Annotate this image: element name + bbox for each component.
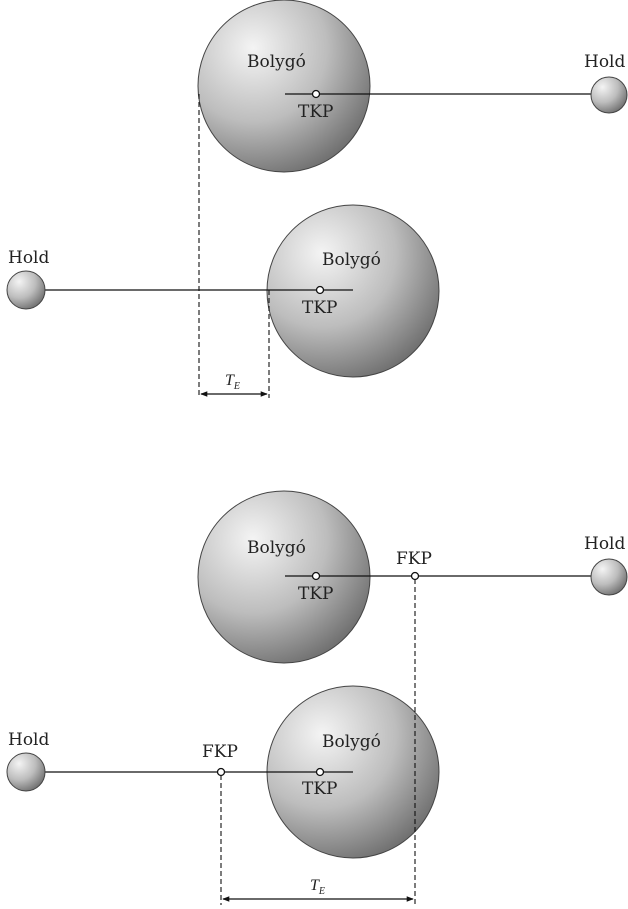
planet-1a-outline — [197, 0, 371, 173]
moon-1b — [7, 271, 45, 309]
planet-2a — [198, 491, 370, 663]
te-main-1: T — [225, 372, 235, 389]
planet-label-2b: Bolygó — [322, 732, 381, 752]
te-label-1: TE — [225, 372, 240, 392]
te-sub-1: E — [233, 381, 240, 392]
moon-1a — [591, 77, 627, 113]
fkp-point-2b — [216, 767, 226, 777]
moon-2b — [7, 753, 45, 791]
tkp-label-1b: TKP — [302, 298, 337, 318]
moon-label-1b: Hold — [8, 248, 49, 268]
te-label-2: TE — [310, 877, 325, 897]
planet-1b-outline — [266, 204, 440, 378]
planet-label-2a: Bolygó — [247, 538, 306, 558]
moon-label-2a: Hold — [584, 534, 625, 554]
panel-top: Bolygó TKP Hold Bolygó TKP Hold TE — [6, 0, 628, 398]
fkp-point-2a — [410, 571, 420, 581]
tkp-label-2b: TKP — [302, 779, 337, 799]
planet-2a-outline — [197, 490, 371, 664]
tkp-point-1b — [315, 285, 325, 295]
tkp-point-2a — [311, 571, 321, 581]
te-sub-2: E — [318, 886, 325, 897]
moon-1b-outline — [6, 270, 46, 310]
tkp-label-1a: TKP — [298, 102, 333, 122]
fkp-label-2b: FKP — [202, 742, 238, 762]
te-main-2: T — [310, 877, 320, 894]
moon-2a-outline — [590, 558, 628, 596]
planet-label-1a: Bolygó — [247, 52, 306, 72]
moon-label-2b: Hold — [8, 730, 49, 750]
moon-2a — [591, 559, 627, 595]
tkp-label-2a: TKP — [298, 584, 333, 604]
moon-label-1a: Hold — [584, 52, 625, 72]
tkp-point-1a — [311, 89, 321, 99]
moon-2b-outline — [6, 752, 46, 792]
moon-1a-outline — [590, 76, 628, 114]
panel-bottom: Bolygó TKP FKP Hold Bolygó TKP FKP Hold … — [6, 490, 628, 905]
fkp-label-2a: FKP — [396, 549, 432, 569]
planet-1a — [198, 0, 370, 172]
tkp-point-2b — [315, 767, 325, 777]
planet-1b — [267, 205, 439, 377]
planet-label-1b: Bolygó — [322, 250, 381, 270]
